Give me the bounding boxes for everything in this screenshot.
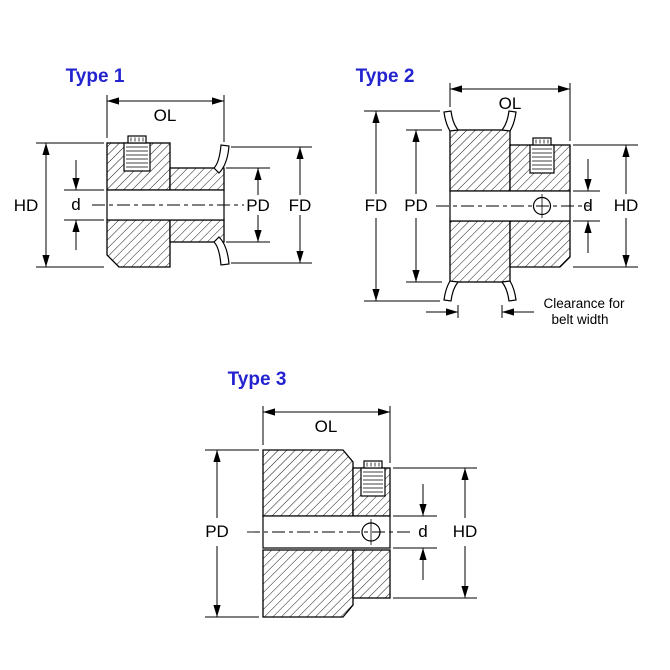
type2-flange-lower-left [443, 280, 460, 302]
type2-hub-section-lower [509, 220, 571, 268]
type1-set-screw-head [127, 135, 147, 144]
type1-ol-label: OL [154, 106, 177, 125]
type3-dim-ol: OL [262, 406, 391, 463]
type3-set-screw-head [363, 460, 383, 469]
type3-ol-label: OL [315, 417, 338, 436]
type1-d-label: d [71, 195, 80, 214]
type3-figure: Type 3 [205, 369, 478, 618]
type1-flange-lower [213, 236, 230, 266]
type2-dim-fd: FD [364, 110, 440, 302]
type1-dim-pd: PD [226, 167, 270, 243]
type1-dim-ol: OL [106, 95, 225, 142]
type2-dim-belt-clearance: Clearance for belt width [426, 296, 625, 327]
type2-set-screw-threads [532, 148, 552, 170]
type2-dim-hd: HD [573, 144, 639, 268]
type2-pulley-section [436, 110, 590, 302]
type3-body-section-lower [262, 549, 354, 618]
type2-pd-label: PD [404, 196, 428, 215]
type3-dim-d: d [393, 484, 437, 580]
type1-title: Type 1 [66, 66, 125, 87]
type2-dim-d: d [573, 159, 600, 253]
type2-clearance-note-line1: Clearance for [543, 296, 625, 311]
type1-pulley-section [92, 135, 244, 268]
type2-set-screw [529, 137, 555, 174]
type2-dim-pd: PD [404, 129, 442, 283]
type3-set-screw [360, 460, 386, 497]
type2-set-screw-head [532, 137, 552, 146]
type2-dim-ol: OL [449, 83, 571, 141]
type3-dim-pd: PD [205, 449, 259, 618]
type2-flange-upper-right [500, 110, 517, 132]
type1-set-screw [123, 135, 151, 172]
type3-pd-label: PD [205, 522, 229, 541]
type2-ol-label: OL [499, 94, 522, 113]
type2-clearance-note-line2: belt width [551, 312, 608, 327]
type1-set-screw-threads [126, 146, 148, 168]
type1-body-section-upper [169, 167, 225, 191]
type1-body-section-lower [169, 219, 225, 243]
type1-dim-hd: HD [14, 142, 104, 268]
type2-figure: Type 2 [356, 66, 639, 327]
type1-flange-upper [213, 144, 230, 174]
type2-flange-upper-left [443, 110, 460, 132]
type2-body-section-upper [449, 129, 511, 192]
type3-pulley-section [247, 449, 413, 618]
type1-pd-label: PD [246, 196, 270, 215]
type1-figure: Type 1 [14, 66, 312, 268]
type2-title: Type 2 [356, 66, 415, 87]
type2-fd-label: FD [365, 196, 388, 215]
type1-dim-fd: FD [231, 146, 312, 264]
type3-hd-label: HD [453, 522, 478, 541]
type3-dim-hd: HD [393, 467, 478, 599]
type2-body-section-lower [449, 220, 511, 283]
type1-hd-label: HD [14, 196, 39, 215]
type1-dim-d: d [64, 160, 104, 250]
type1-hub-section-lower [106, 219, 171, 268]
type3-set-screw-threads [363, 471, 383, 493]
type3-title: Type 3 [228, 369, 287, 390]
type2-set-screw-head-ticks [535, 139, 549, 144]
type3-hub-section-lower [352, 549, 391, 599]
type1-fd-label: FD [289, 196, 312, 215]
type3-set-screw-head-ticks [366, 462, 380, 467]
type2-d-label: d [583, 196, 592, 215]
type3-d-label: d [418, 522, 427, 541]
type1-set-screw-head-ticks [130, 137, 144, 142]
type2-hd-label: HD [614, 196, 639, 215]
type2-flange-lower-right [500, 280, 517, 302]
type3-body-section-upper [262, 449, 354, 517]
